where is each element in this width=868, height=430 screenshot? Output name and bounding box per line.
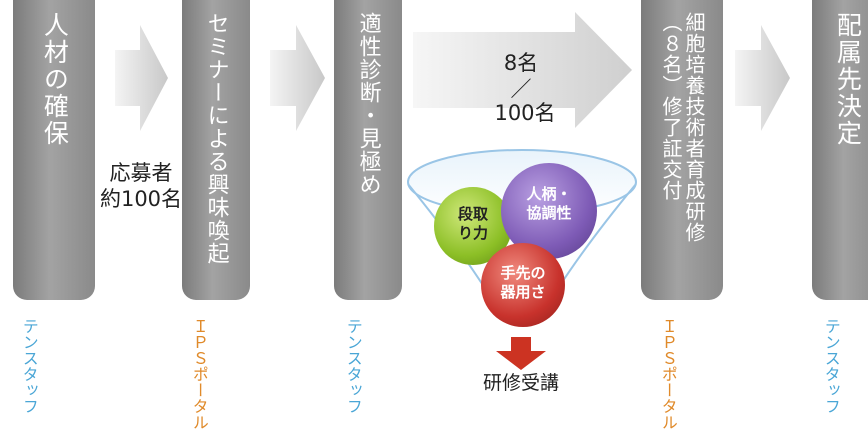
step-5-box: 配属先決定 (812, 0, 868, 300)
criteria-3-line1: 手先の (500, 264, 546, 282)
criteria-label-3: 手先の 器用さ (488, 264, 558, 302)
arrow-1 (115, 25, 168, 131)
step-2-box: セミナーによる興味喚起 (182, 0, 250, 300)
step-2-label: セミナーによる興味喚起 (203, 12, 229, 265)
criteria-1-line1: 段取 (457, 205, 488, 223)
step-1-box: 人材の確保 (13, 0, 95, 300)
arrow-4 (735, 25, 790, 131)
arrow-3-large (413, 12, 632, 128)
criteria-3-line2: 器用さ (500, 282, 546, 301)
criteria-ball-3 (481, 243, 565, 327)
step-4-box: 細胞培養技術者育成研修 （８名）修了証交付 (641, 0, 723, 300)
arrow-2 (270, 25, 325, 131)
step-4-label: 細胞培養技術者育成研修 （８名）修了証交付 (659, 12, 706, 243)
criteria-label-1: 段取 り力 (445, 205, 501, 243)
applicants-line1: 応募者 (109, 161, 173, 185)
ratio-top: 8名 (503, 51, 539, 75)
result-label: 研修受講 (482, 372, 559, 394)
owner-step-1: テンスタッフ (19, 318, 39, 414)
criteria-1-line2: り力 (457, 223, 488, 242)
owner-step-5: テンスタッフ (821, 318, 841, 414)
owner-step-2: ＩＰＳポータル (189, 318, 209, 430)
owner-step-3: テンスタッフ (343, 318, 363, 414)
owner-step-4: ＩＰＳポータル (658, 318, 678, 430)
criteria-2-line2: 協調性 (526, 203, 572, 222)
ratio-slash: ／ (510, 77, 532, 101)
down-arrow (496, 337, 546, 370)
step-3-box: 適性診断・見極め (334, 0, 402, 300)
criteria-label-2: 人柄・ 協調性 (512, 185, 586, 223)
applicants-note: 応募者 約100名 (86, 160, 196, 213)
step-3-label: 適性診断・見極め (355, 12, 381, 196)
step-5-label: 配属先決定 (833, 12, 863, 147)
step-1-label: 人材の確保 (40, 12, 70, 147)
ratio-bottom: 100名 (494, 101, 556, 125)
criteria-2-line1: 人柄・ (526, 185, 572, 203)
applicants-line2: 約100名 (99, 187, 183, 212)
